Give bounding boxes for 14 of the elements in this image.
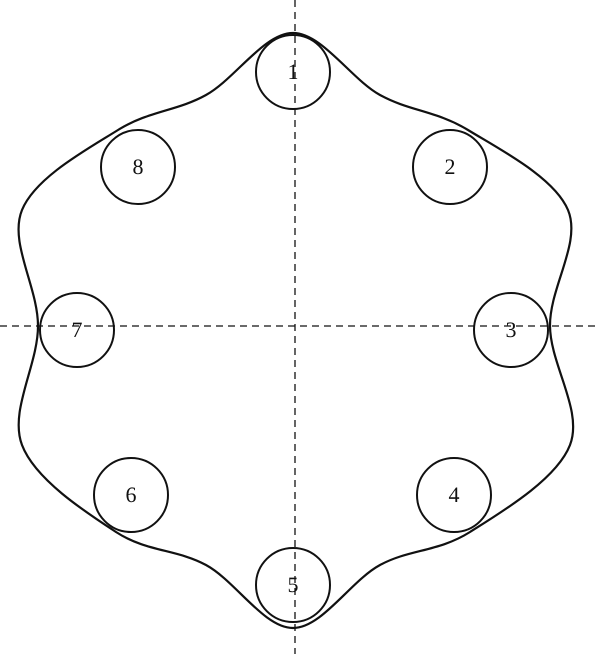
circle-number: 6 [126, 484, 136, 506]
circle [416, 457, 492, 533]
circle [100, 129, 176, 205]
circle-number: 8 [132, 156, 144, 178]
circle [255, 34, 331, 110]
circle-number: 1 [288, 61, 298, 83]
circle-number: 3 [506, 319, 516, 341]
circle-number: 4 [448, 484, 460, 506]
circle [39, 292, 115, 368]
circle-number: 2 [444, 156, 456, 178]
circle [93, 457, 169, 533]
circle [255, 547, 331, 623]
circle [473, 292, 549, 368]
circle [412, 129, 488, 205]
